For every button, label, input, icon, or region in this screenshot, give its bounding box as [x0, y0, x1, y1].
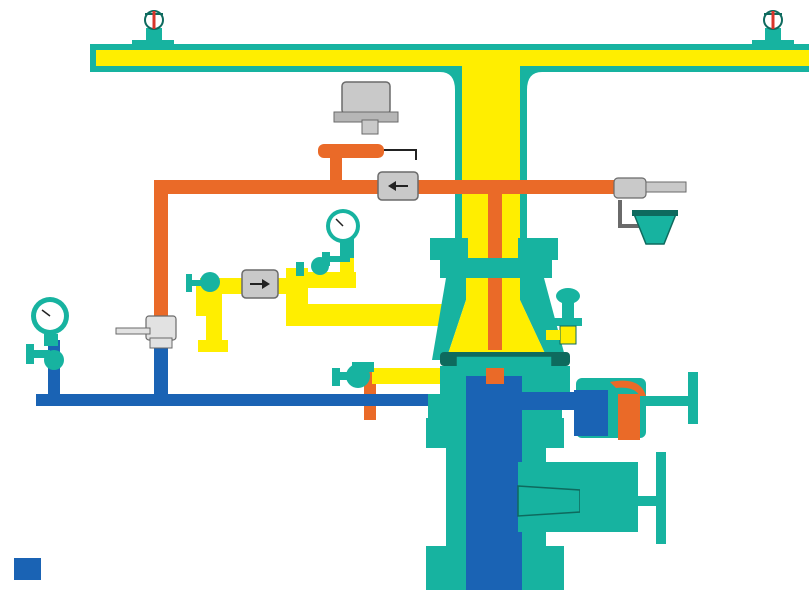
sprinkler-head-right	[752, 10, 794, 48]
sprinkler-head-left	[132, 10, 174, 48]
pressure-gauge-air	[322, 209, 360, 266]
alarm-pressure-switch	[333, 81, 417, 160]
ball-valve	[115, 315, 177, 349]
water-trim-piping	[36, 330, 476, 406]
pressure-gauge-water	[26, 297, 69, 370]
check-valve-trim	[377, 171, 419, 201]
legend-swatch	[14, 558, 41, 580]
dry-pipe-valve-body	[426, 238, 578, 590]
alarm-line-valve	[574, 372, 698, 440]
main-drain-valve	[517, 452, 666, 544]
drain-funnel	[613, 177, 687, 245]
check-valve-air	[241, 269, 279, 299]
accelerator-valve	[546, 288, 582, 345]
water-side-valve	[332, 362, 374, 388]
air-supply-main	[90, 44, 809, 266]
